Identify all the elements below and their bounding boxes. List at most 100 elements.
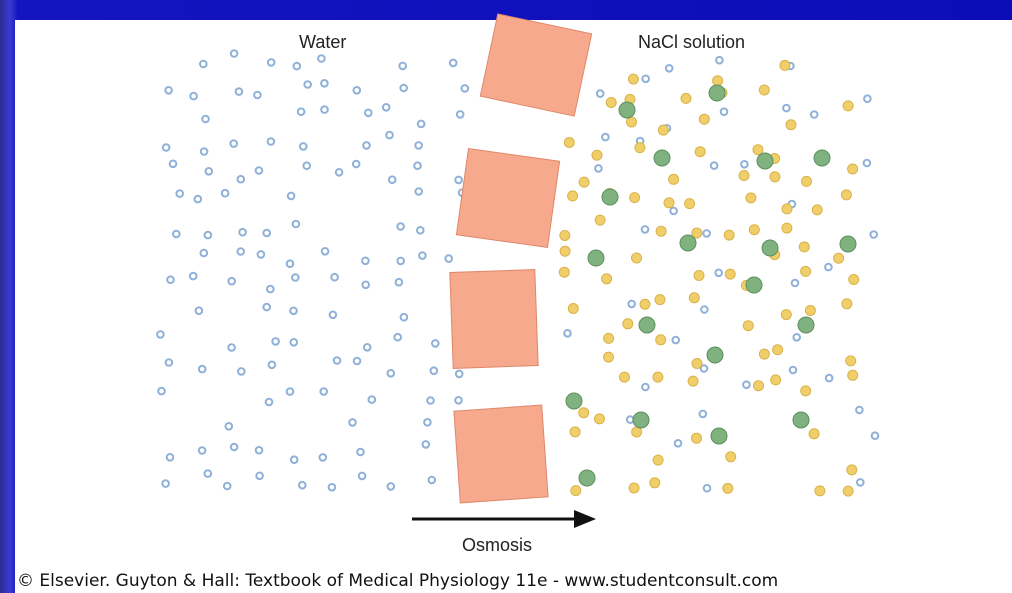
water-molecule bbox=[199, 248, 209, 258]
sodium-ion bbox=[738, 170, 750, 181]
water-molecule bbox=[330, 272, 339, 282]
membrane-segment-4 bbox=[453, 404, 549, 504]
water-molecule bbox=[824, 373, 834, 383]
sodium-ion bbox=[619, 371, 630, 383]
sodium-ion bbox=[698, 113, 710, 125]
water-molecule bbox=[267, 360, 277, 370]
water-molecule bbox=[421, 440, 431, 449]
water-molecule bbox=[702, 229, 711, 238]
water-molecule bbox=[698, 409, 708, 419]
water-label: Water bbox=[299, 32, 346, 52]
sodium-ion bbox=[848, 274, 860, 285]
salt-ions bbox=[558, 59, 860, 497]
water-molecule bbox=[444, 254, 454, 263]
chloride-ion bbox=[618, 101, 636, 119]
sodium-ion bbox=[693, 270, 705, 281]
water-molecule bbox=[595, 89, 605, 98]
sodium-ion bbox=[684, 198, 696, 210]
water-molecule bbox=[418, 251, 427, 260]
sodium-ion bbox=[724, 268, 736, 280]
water-molecule bbox=[236, 174, 246, 184]
sodium-ion bbox=[712, 75, 724, 87]
water-molecule bbox=[361, 256, 370, 266]
water-molecule bbox=[227, 343, 236, 352]
water-molecule bbox=[318, 453, 328, 462]
sodium-ion bbox=[847, 163, 859, 175]
water-molecule bbox=[351, 159, 361, 169]
sodium-ion bbox=[758, 348, 770, 360]
water-molecule bbox=[266, 58, 276, 67]
water-molecule bbox=[227, 276, 236, 286]
water-molecule bbox=[236, 247, 245, 256]
water-molecule bbox=[455, 110, 465, 119]
sodium-ion bbox=[605, 97, 617, 108]
water-molecule bbox=[356, 447, 365, 457]
nacl-solution-label: NaCl solution bbox=[638, 32, 745, 52]
sodium-ion bbox=[814, 485, 826, 497]
sodium-ion bbox=[594, 214, 606, 226]
water-molecule bbox=[414, 141, 423, 150]
water-molecule bbox=[237, 367, 246, 376]
water-molecule bbox=[673, 439, 683, 448]
sodium-ion bbox=[804, 305, 816, 316]
water-molecule bbox=[164, 358, 174, 367]
chloride-ion bbox=[565, 392, 583, 410]
water-molecule bbox=[262, 228, 272, 238]
water-molecule bbox=[381, 103, 391, 112]
water-molecule bbox=[157, 386, 166, 396]
water-molecule bbox=[189, 91, 198, 101]
water-molecule bbox=[193, 194, 203, 204]
chloride-ion bbox=[706, 346, 724, 364]
water-molecule bbox=[740, 160, 749, 169]
sodium-ion bbox=[752, 144, 764, 156]
water-molecule bbox=[254, 166, 264, 175]
water-molecule bbox=[416, 226, 425, 235]
sodium-ion bbox=[591, 149, 603, 161]
sodium-ion bbox=[627, 73, 639, 85]
water-molecule bbox=[253, 90, 262, 100]
sodium-ion bbox=[742, 320, 754, 332]
water-molecules bbox=[156, 49, 880, 493]
sodium-ion bbox=[668, 173, 680, 185]
water-molecule bbox=[719, 107, 729, 116]
sodium-ion bbox=[688, 292, 700, 304]
water-molecule bbox=[161, 479, 170, 488]
water-molecule bbox=[255, 471, 264, 481]
water-molecule bbox=[291, 273, 300, 282]
water-molecule bbox=[289, 455, 299, 465]
water-molecule bbox=[320, 247, 330, 256]
water-molecule bbox=[702, 483, 712, 493]
chloride-ion bbox=[601, 188, 619, 206]
water-molecule bbox=[699, 364, 709, 373]
water-molecule bbox=[229, 139, 238, 148]
membrane-segment-3 bbox=[449, 269, 539, 369]
water-molecule bbox=[862, 158, 872, 168]
water-molecule bbox=[352, 356, 362, 366]
water-molecule bbox=[361, 280, 371, 290]
water-molecule bbox=[855, 405, 864, 415]
sodium-ion bbox=[781, 222, 793, 234]
water-molecule bbox=[869, 230, 879, 239]
water-molecule bbox=[824, 262, 833, 272]
sodium-ion bbox=[722, 482, 734, 494]
water-molecule bbox=[203, 469, 213, 478]
water-molecule bbox=[856, 478, 865, 487]
sodium-ion bbox=[801, 175, 812, 187]
water-molecule bbox=[320, 79, 329, 88]
water-molecule bbox=[254, 445, 264, 455]
sodium-ion bbox=[657, 124, 669, 136]
sodium-ion bbox=[769, 171, 781, 183]
water-molecule bbox=[161, 143, 171, 152]
water-molecule bbox=[414, 187, 424, 196]
water-molecule bbox=[423, 418, 432, 427]
water-molecule bbox=[266, 137, 276, 146]
water-molecule bbox=[168, 159, 178, 169]
water-molecule bbox=[357, 471, 367, 481]
sodium-ion bbox=[569, 426, 581, 438]
water-molecule bbox=[393, 332, 403, 342]
chloride-ion bbox=[578, 469, 596, 487]
water-molecule bbox=[317, 54, 326, 63]
water-molecule bbox=[792, 333, 802, 342]
water-molecule bbox=[291, 219, 301, 229]
water-molecule bbox=[327, 483, 337, 492]
